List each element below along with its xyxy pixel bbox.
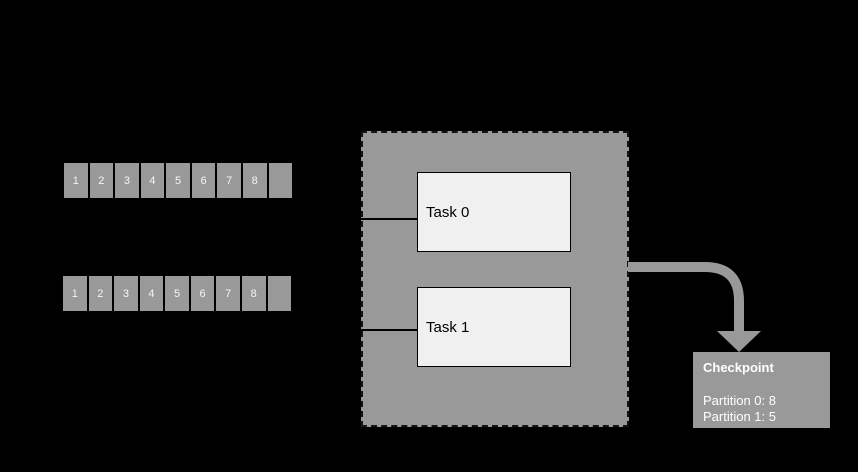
partition-0-row: 1 2 3 4 5 6 7 8	[64, 163, 293, 198]
partition-1-cell-8: 8	[241, 276, 266, 311]
partition-1-cell-5: 5	[165, 276, 189, 311]
partition-0-cell-6: 6	[191, 163, 216, 198]
partition-0-cell-empty	[268, 163, 293, 198]
partition-0-cell-5: 5	[166, 163, 190, 198]
partition-1-cell-2: 2	[88, 276, 113, 311]
checkpoint-partition-0: Partition 0: 8	[703, 393, 776, 408]
checkpoint-title: Checkpoint	[703, 360, 774, 375]
checkpoint-entries: Partition 0: 8 Partition 1: 5	[703, 393, 830, 425]
partition-1-cell-1: 1	[63, 276, 87, 311]
task-1-box: Task 1	[417, 287, 571, 367]
partition-0-cell-3: 3	[115, 163, 139, 198]
partition-1-cell-7: 7	[216, 276, 240, 311]
partition-0-cell-4: 4	[140, 163, 165, 198]
partition-0-cell-2: 2	[89, 163, 114, 198]
partition-1-cell-3: 3	[114, 276, 138, 311]
checkpoint-partition-1: Partition 1: 5	[703, 409, 776, 424]
partition-0-cell-8: 8	[242, 163, 267, 198]
partition-1-cell-6: 6	[190, 276, 215, 311]
task-1-label: Task 1	[426, 318, 470, 336]
partition-1-row: 1 2 3 4 5 6 7 8	[63, 276, 292, 311]
partition-1-cell-empty	[267, 276, 292, 311]
connector-line-task-0	[361, 218, 418, 220]
checkpoint-box: Checkpoint Partition 0: 8 Partition 1: 5	[693, 352, 830, 428]
task-0-box: Task 0	[417, 172, 571, 252]
partition-0-cell-1: 1	[64, 163, 88, 198]
task-0-label: Task 0	[426, 203, 470, 221]
partition-1-cell-4: 4	[139, 276, 164, 311]
connector-line-task-1	[361, 329, 418, 331]
partition-0-cell-7: 7	[217, 163, 241, 198]
